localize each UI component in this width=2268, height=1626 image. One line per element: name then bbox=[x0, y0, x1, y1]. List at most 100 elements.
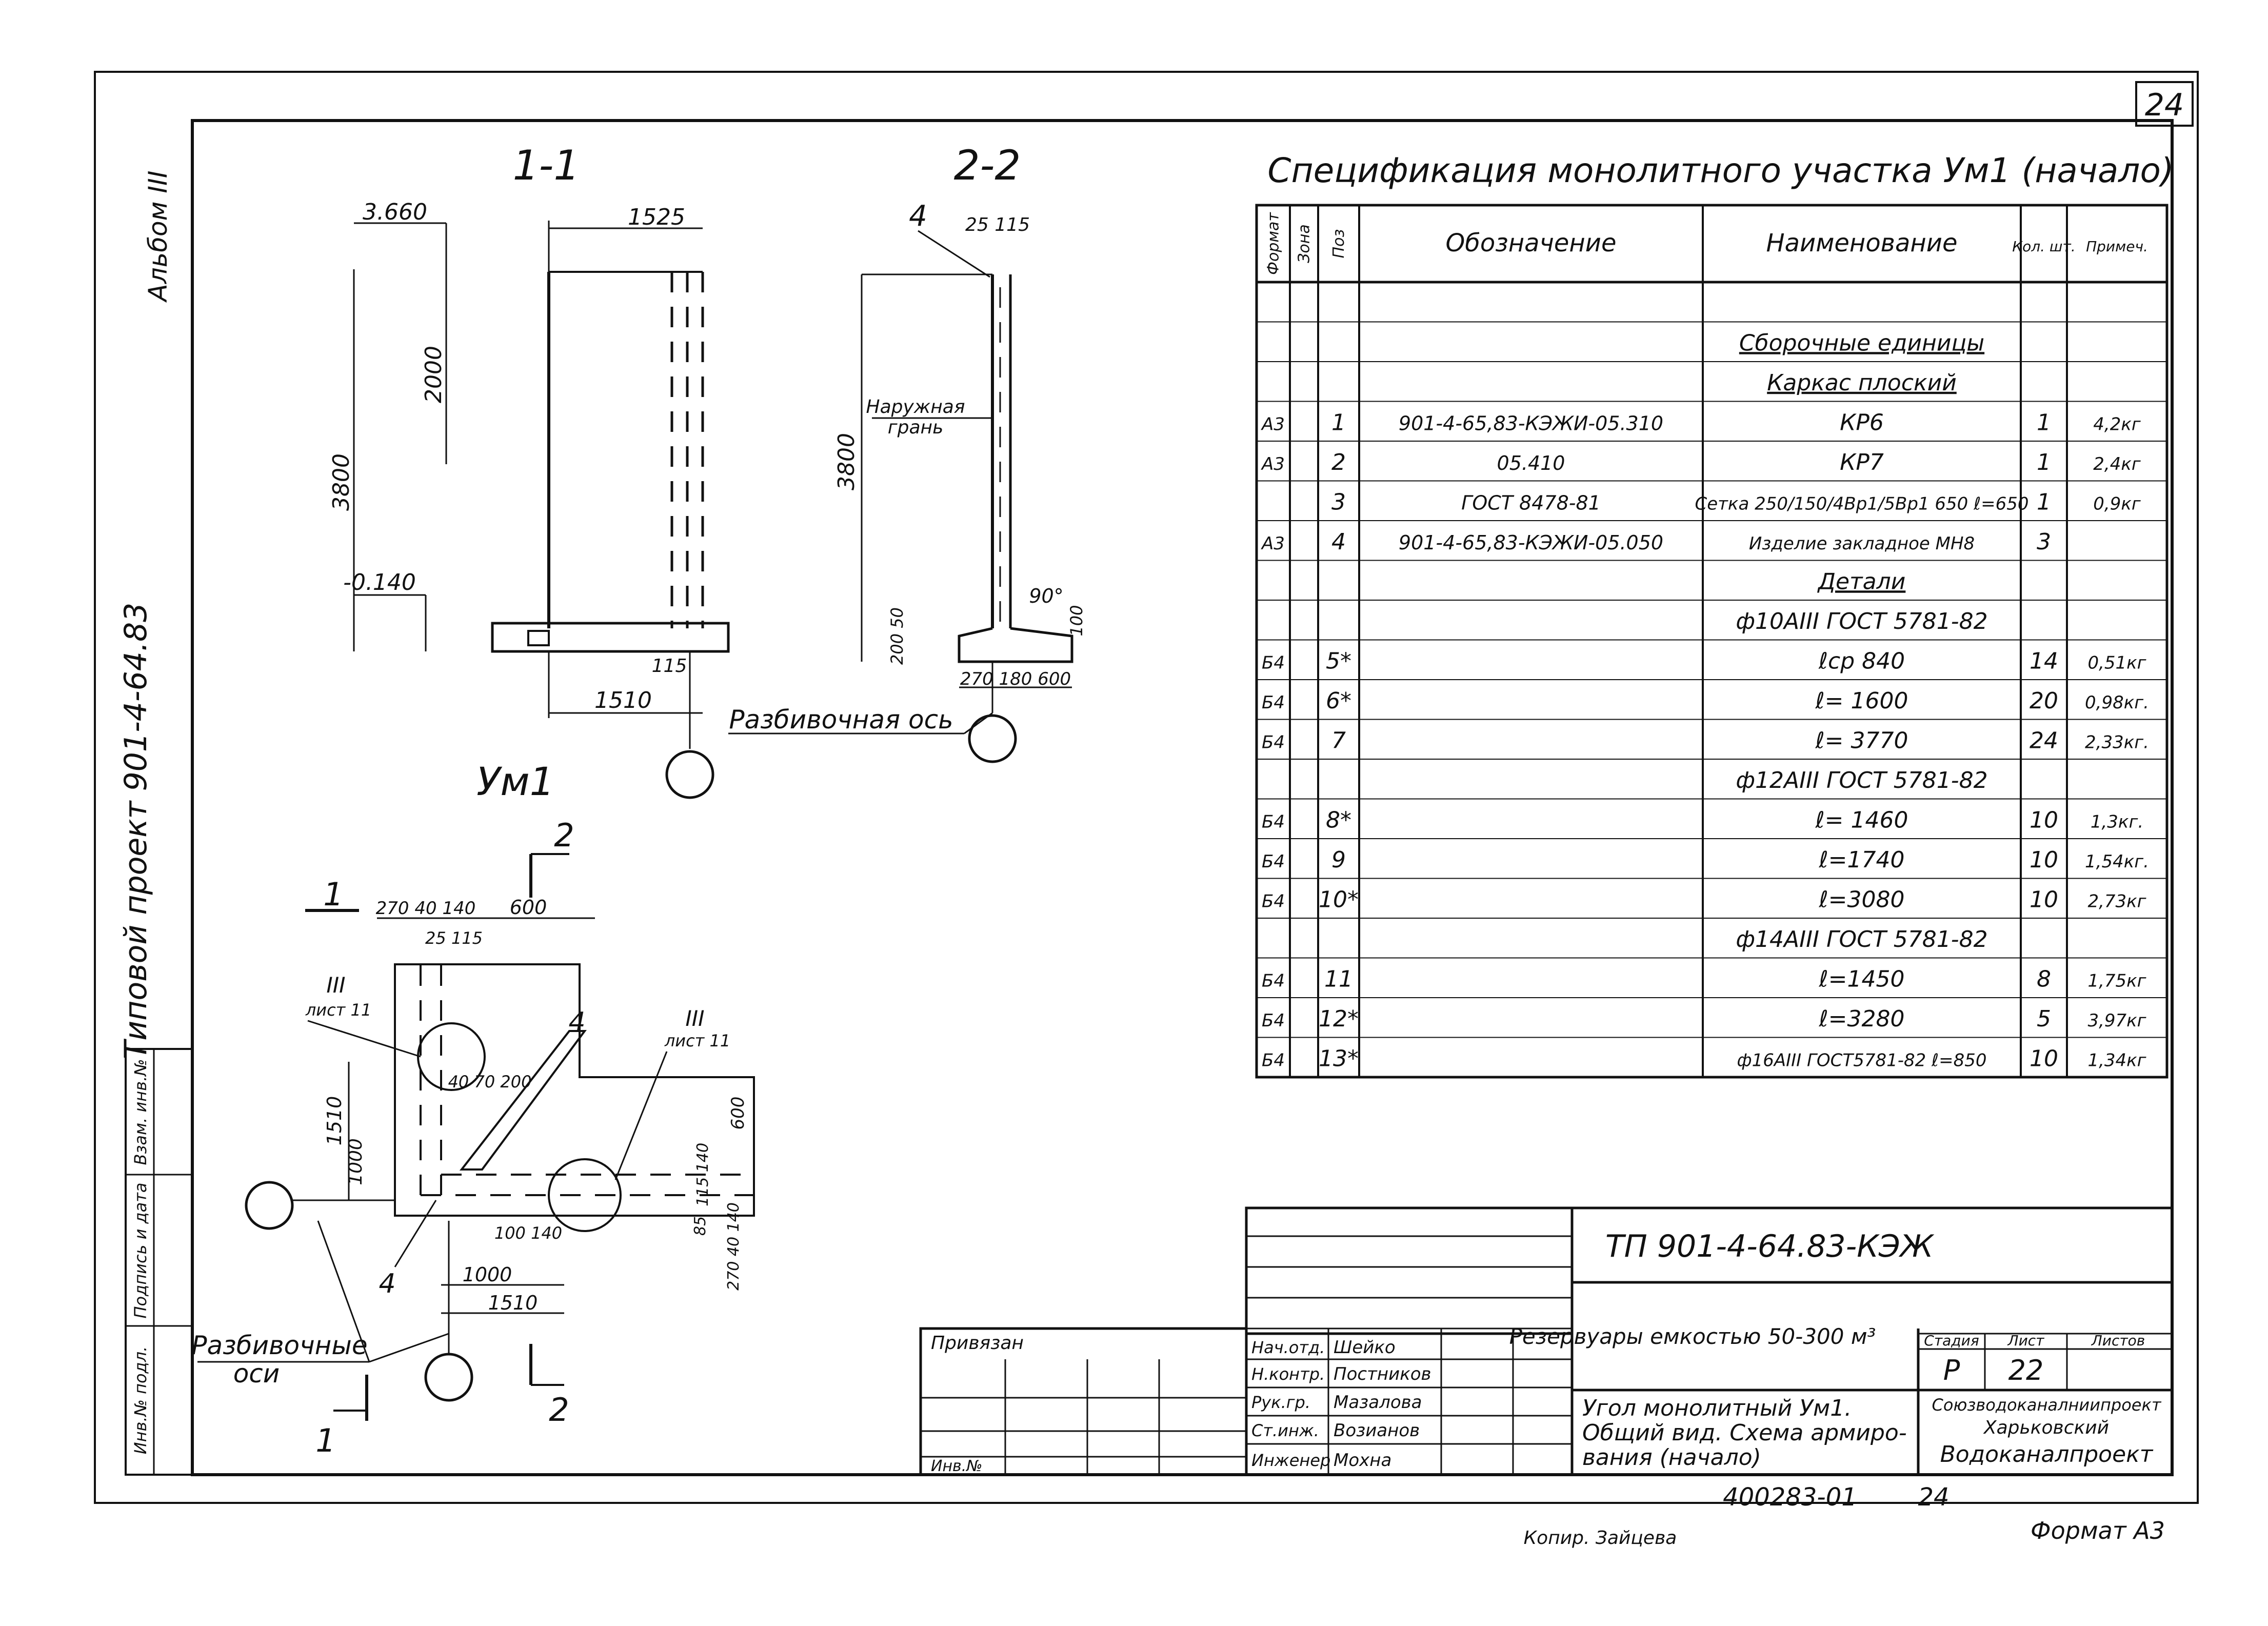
tb-stage: Р bbox=[1943, 1354, 1960, 1386]
tb-format: Формат А3 bbox=[2031, 1517, 2165, 1544]
spec-cell-note: 1,75кг bbox=[2087, 970, 2146, 991]
plan-dim-25-115: 25 115 bbox=[425, 928, 483, 948]
spec-cell-fmt: Б4 bbox=[1262, 652, 1285, 673]
spec-cell-qty: 1 bbox=[2037, 449, 2051, 475]
plan-axes-label-2: оси bbox=[233, 1359, 280, 1389]
spec-title: Спецификация монолитного участка Ум1 (на… bbox=[1267, 151, 2174, 190]
spec-cell-pos: 13* bbox=[1319, 1045, 1359, 1072]
spec-cell-name: ф12АIII ГОСТ 5781-82 bbox=[1736, 767, 1987, 794]
tb-person: Возианов bbox=[1334, 1420, 1420, 1441]
plan-node2-a: III bbox=[685, 1006, 704, 1031]
spec-cell-fmt: Б4 bbox=[1262, 891, 1285, 911]
tb-person: Постников bbox=[1334, 1364, 1431, 1384]
spec-cell-qty: 1 bbox=[2037, 409, 2051, 435]
spec-cell-name: ℓср 840 bbox=[1818, 648, 1905, 674]
spec-cell-pos: 3 bbox=[1331, 489, 1346, 515]
plan-dim-115-140: 115 140 bbox=[694, 1143, 712, 1206]
spec-cell-name: ℓ=1740 bbox=[1818, 847, 1904, 873]
spec-cell-name: Сборочные единицы bbox=[1739, 330, 1984, 356]
spec-cell-fmt: А3 bbox=[1261, 454, 1285, 474]
spec-cell-name: ℓ= 3770 bbox=[1815, 727, 1908, 753]
tb-object: Резервуары емкостью 50-300 м³ bbox=[1509, 1324, 1876, 1349]
spec-cell-fmt: Б4 bbox=[1262, 1010, 1285, 1031]
spec-cell-note: 0,9кг bbox=[2093, 493, 2141, 514]
spec-cell-note: 0,51кг bbox=[2087, 652, 2146, 673]
s2-dim-100: 100 bbox=[1067, 605, 1086, 636]
plan-dim-top: 270 40 140 bbox=[376, 898, 476, 919]
tb-role: Нач.отд. bbox=[1251, 1338, 1325, 1357]
stamp-signature: Подпись и дата bbox=[131, 1182, 150, 1318]
spec-header-cell: Примеч. bbox=[2086, 238, 2148, 255]
spec-cell-pos: 5* bbox=[1326, 648, 1351, 674]
tb-stage-label: Стадия bbox=[1924, 1332, 1979, 1349]
title-block: Привязан Инв.№ Нач.отд.ШейкоН.контр.Пост… bbox=[919, 1206, 2174, 1476]
tb-bound: Привязан bbox=[931, 1333, 1024, 1354]
spec-cell-name: Детали bbox=[1817, 568, 1906, 594]
s2-axis-marker bbox=[968, 714, 1017, 763]
spec-cell-name: ф16АIII ГОСТ5781-82 ℓ=850 bbox=[1737, 1050, 1987, 1070]
spec-cell-fmt: Б4 bbox=[1262, 811, 1285, 832]
spec-header-cell: Поз bbox=[1330, 229, 1348, 259]
spec-header-cell: Формат bbox=[1265, 212, 1283, 275]
spec-header-cell: Обозначение bbox=[1445, 229, 1616, 257]
plan-dim-600: 600 bbox=[510, 896, 547, 919]
spec-cell-note: 1,34кг bbox=[2087, 1050, 2146, 1070]
spec-cell-designation: 901-4-65,83-КЭЖИ-05.310 bbox=[1399, 412, 1663, 434]
sheet-number: 24 bbox=[2145, 87, 2184, 123]
tb-role: Инженер bbox=[1251, 1451, 1330, 1470]
side-stamp: Взам. инв.№ Подпись и дата Инв.№ подл. bbox=[125, 1048, 193, 1476]
tb-sheet-label: Лист bbox=[2007, 1332, 2045, 1349]
spec-cell-fmt: Б4 bbox=[1262, 732, 1285, 752]
plan-cut-1-bottom: 1 bbox=[315, 1422, 335, 1459]
spec-cell-qty: 10 bbox=[2030, 886, 2058, 913]
s2-angle: 90° bbox=[1029, 585, 1063, 607]
spec-header-cell: Кол. шт. bbox=[2012, 238, 2076, 255]
tb-person: Шейко bbox=[1334, 1337, 1396, 1358]
plan-node1-a: III bbox=[326, 973, 345, 998]
s2-dim-top: 25 115 bbox=[965, 214, 1030, 235]
tb-role: Ст.инж. bbox=[1251, 1421, 1319, 1440]
tb-title-3: вания (начало) bbox=[1582, 1444, 1761, 1471]
spec-cell-fmt: А3 bbox=[1261, 414, 1285, 434]
spec-cell-pos: 9 bbox=[1331, 847, 1346, 873]
plan-dim-100-140: 100 140 bbox=[494, 1223, 562, 1243]
spec-cell-designation: ГОСТ 8478-81 bbox=[1461, 491, 1601, 514]
spec-cell-designation: 901-4-65,83-КЭЖИ-05.050 bbox=[1399, 531, 1663, 554]
spec-cell-qty: 24 bbox=[2030, 727, 2058, 753]
album-label: Альбом III bbox=[143, 171, 173, 303]
spec-cell-name: КР7 bbox=[1840, 449, 1884, 475]
plan-dim-1000-v: 1000 bbox=[345, 1138, 366, 1185]
spec-header-cell: Наименование bbox=[1766, 229, 1957, 257]
plan-node-1 bbox=[417, 1022, 486, 1091]
spec-cell-note: 1,3кг. bbox=[2091, 811, 2143, 832]
s2-dim-200-50: 200 50 bbox=[887, 607, 907, 665]
spec-cell-pos: 10* bbox=[1319, 886, 1359, 913]
plan-dim-85: 85 bbox=[691, 1216, 709, 1236]
plan-dim-inner: 40 70 200 bbox=[448, 1072, 532, 1092]
spec-cell-name: Сетка 250/150/4Вр1/5Вр1 650 ℓ=650 bbox=[1695, 493, 2028, 514]
tb-doc-sheet: 24 bbox=[1918, 1483, 1949, 1512]
s1-elev-top: 3.660 bbox=[363, 199, 427, 225]
spec-cell-pos: 12* bbox=[1319, 1006, 1359, 1032]
spec-cell-qty: 5 bbox=[2037, 1006, 2051, 1032]
tb-roles: Нач.отд.ШейкоН.контр.ПостниковРук.гр.Маз… bbox=[1251, 1337, 1431, 1471]
plan-um1: Ум1 2 1 1 2 270 40 140 600 25 115 III ли… bbox=[191, 759, 755, 1459]
spec-cell-name: КР6 bbox=[1840, 409, 1884, 435]
spec-cell-qty: 10 bbox=[2030, 807, 2058, 833]
tb-code: ТП 901-4-64.83-КЭЖ bbox=[1605, 1228, 1935, 1264]
s1-axis-marker bbox=[665, 750, 714, 799]
s2-face-2: грань bbox=[888, 417, 944, 438]
spec-cell-qty: 1 bbox=[2037, 489, 2051, 515]
spec-cell-name: ℓ=3280 bbox=[1818, 1006, 1904, 1032]
plan-axis-bottom bbox=[424, 1353, 473, 1402]
s2-dim-bottom: 270 180 600 bbox=[960, 669, 1071, 689]
spec-cell-name: ℓ=3080 bbox=[1818, 886, 1904, 913]
plan-dim-1000-h: 1000 bbox=[463, 1263, 512, 1286]
plan-axes-label-1: Разбивочные bbox=[191, 1331, 367, 1360]
tb-doc-number: 400283-01 bbox=[1723, 1483, 1857, 1512]
plan-pos-4-top: 4 bbox=[568, 1007, 585, 1038]
stamp-inventory: Инв.№ подл. bbox=[131, 1346, 150, 1455]
plan-pos-4-bottom: 4 bbox=[379, 1268, 395, 1299]
s2-face-1: Наружная bbox=[866, 396, 965, 418]
